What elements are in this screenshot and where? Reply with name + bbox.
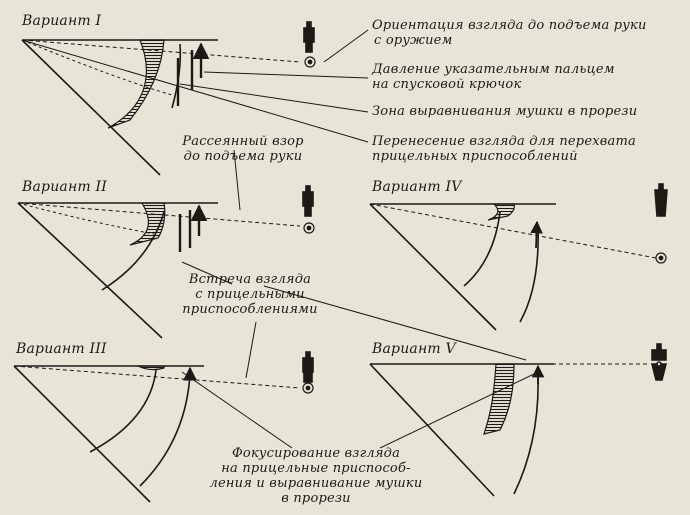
v2-pointer-scattered	[233, 149, 241, 211]
v5-pointer-meeting	[263, 285, 527, 361]
variant-5-diagram	[263, 285, 650, 497]
v4-arc-1	[463, 211, 501, 287]
v3-arc-2	[139, 373, 191, 487]
label-focusing-line-3: ления и выравнивание мушки	[209, 476, 423, 491]
v3-arc-1	[89, 369, 157, 453]
v4-hatched-zone	[487, 203, 515, 221]
v1-pointer-orientation	[323, 29, 369, 63]
label-trigger: Давление указательным пальцем на спусков…	[372, 62, 615, 92]
v2-sight-dash	[17, 202, 301, 227]
v4-arc-2	[519, 225, 539, 323]
v1-pointer-transfer	[21, 39, 369, 143]
variant-5-title: Вариант V	[372, 341, 456, 357]
v2-hatched-zone	[129, 202, 166, 246]
label-meeting-line-2: с прицельными	[195, 287, 305, 302]
label-alignment-line-1: Зона выравнивания мушки в прорези	[372, 104, 638, 119]
v1-target-icon	[303, 21, 316, 68]
v3-arm-line	[13, 365, 151, 503]
v5-hatched-zone	[483, 363, 515, 435]
v4-target-icon	[654, 183, 668, 264]
label-trigger-line-1: Давление указательным пальцем	[372, 62, 615, 77]
v1-pointer-trigger	[203, 71, 369, 79]
v2-pointer-meeting	[181, 261, 233, 285]
label-scattered-line-2: до подъема руки	[183, 149, 303, 164]
v3-target-icon	[302, 351, 314, 394]
v5-pointer-focusing	[379, 373, 535, 449]
v2-arm-line	[17, 202, 163, 339]
v2-arc	[101, 211, 165, 291]
variant-3-title: Вариант III	[16, 341, 107, 357]
label-focusing-line-2: на прицельные приспособ-	[221, 461, 411, 476]
v4-sight-dash	[369, 203, 657, 259]
variant-1-title: Вариант I	[22, 13, 102, 29]
v1-sight-dash	[21, 39, 301, 63]
label-meeting: Встреча взгляда с прицельными приспособл…	[180, 272, 320, 317]
v3-pointer-meeting	[245, 321, 257, 379]
label-orientation-line-2: с оружием	[374, 33, 453, 48]
v5-target-icon	[650, 343, 668, 381]
v5-arc	[513, 373, 539, 495]
v1-pointer-alignment	[179, 83, 369, 113]
label-meeting-line-1: Встреча взгляда	[188, 272, 312, 287]
v2-target-icon	[302, 185, 315, 234]
v1-hatched-zone	[107, 39, 165, 129]
v1-arm-line	[21, 39, 161, 176]
label-transfer-line-1: Перенесение взгляда для перехвата	[372, 134, 636, 149]
label-meeting-line-3: приспособлениями	[182, 302, 318, 317]
label-focusing: Фокусирование взгляда на прицельные прис…	[206, 446, 426, 506]
v3-sight-dash	[13, 365, 301, 389]
label-focusing-line-4: в прорези	[281, 491, 351, 506]
v4-arm-line	[369, 203, 497, 331]
label-orientation-line-1: Ориентация взгляда до подъема руки	[372, 18, 647, 33]
label-scattered: Рассеянный взор до подъема руки	[178, 134, 308, 164]
v2-gaze-dash	[17, 202, 155, 235]
label-orientation: Ориентация взгляда до подъема руки с ору…	[372, 18, 647, 48]
label-alignment: Зона выравнивания мушки в прорези	[372, 104, 637, 119]
variant-4-title: Вариант IV	[372, 179, 462, 195]
label-focusing-line-1: Фокусирование взгляда	[231, 446, 401, 461]
variant-1-diagram	[21, 29, 369, 176]
label-trigger-line-2: на спусковой крючок	[372, 77, 522, 92]
v3-pointer-focusing	[181, 371, 293, 449]
label-scattered-line-1: Рассеянный взор	[182, 134, 304, 149]
v5-arm-line	[369, 363, 495, 497]
variant-2-diagram	[17, 149, 301, 339]
v3-hatched-zone	[137, 365, 165, 371]
v1-gaze-dash	[21, 39, 173, 96]
variant-3-diagram	[13, 321, 301, 503]
label-transfer-line-2: прицельных приспособлений	[372, 149, 578, 164]
variant-4-diagram	[369, 203, 657, 331]
variant-2-title: Вариант II	[22, 179, 107, 195]
v4-arrow	[530, 220, 543, 249]
label-transfer: Перенесение взгляда для перехвата прицел…	[372, 134, 636, 164]
